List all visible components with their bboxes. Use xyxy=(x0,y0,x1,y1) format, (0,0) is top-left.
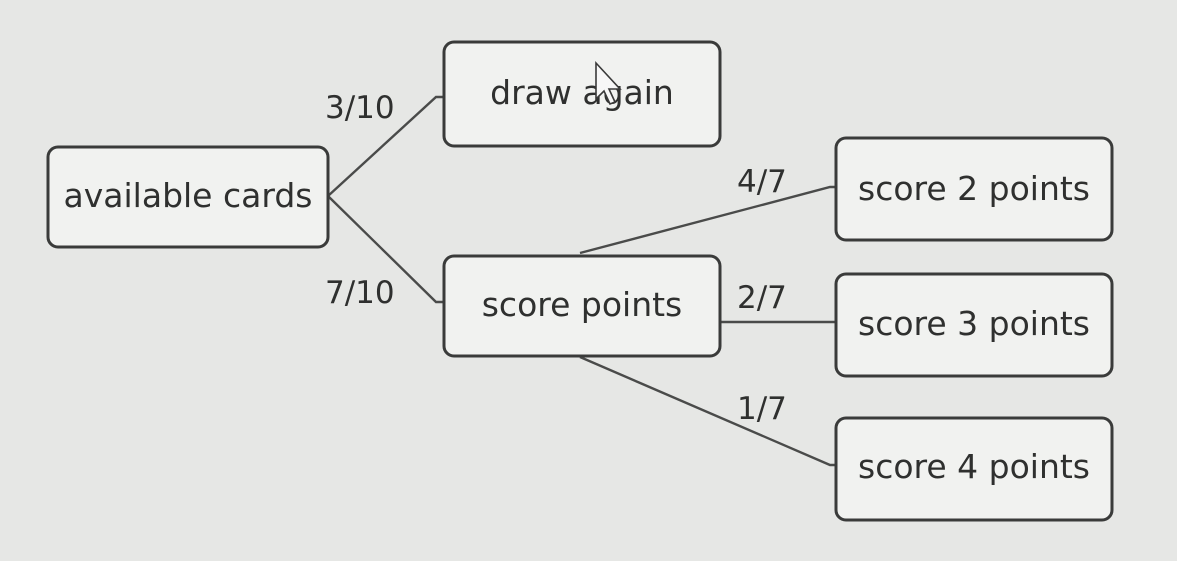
edge-score-points-to-score-4 xyxy=(579,355,836,467)
edge-score-points-to-score-2 xyxy=(579,185,836,255)
edge-label-1-7: 1/7 xyxy=(737,391,787,427)
tree-edges xyxy=(327,95,836,467)
edge-available-to-score-points xyxy=(327,195,444,304)
node-label-score-2-points: score 2 points xyxy=(858,169,1090,208)
node-label-available-cards: available cards xyxy=(64,176,313,215)
node-label-draw-again: draw again xyxy=(490,73,674,112)
node-label-score-points: score points xyxy=(482,285,683,324)
edge-available-to-draw-again xyxy=(327,95,444,197)
node-available-cards: available cards xyxy=(46,145,330,249)
edge-labels: 3/10 7/10 4/7 2/7 1/7 xyxy=(325,90,787,427)
node-score-2-points: score 2 points xyxy=(834,136,1114,242)
edge-label-3-10: 3/10 xyxy=(325,90,395,126)
node-label-score-3-points: score 3 points xyxy=(858,304,1090,343)
node-score-4-points: score 4 points xyxy=(834,416,1114,522)
node-score-3-points: score 3 points xyxy=(834,272,1114,378)
node-label-score-4-points: score 4 points xyxy=(858,447,1090,486)
edge-label-4-7: 4/7 xyxy=(737,164,787,200)
node-score-points: score points xyxy=(442,254,722,358)
node-draw-again: draw again xyxy=(442,40,722,148)
arrow-cursor-icon xyxy=(595,60,622,106)
edge-label-2-7: 2/7 xyxy=(737,280,787,316)
edge-label-7-10: 7/10 xyxy=(325,275,395,311)
